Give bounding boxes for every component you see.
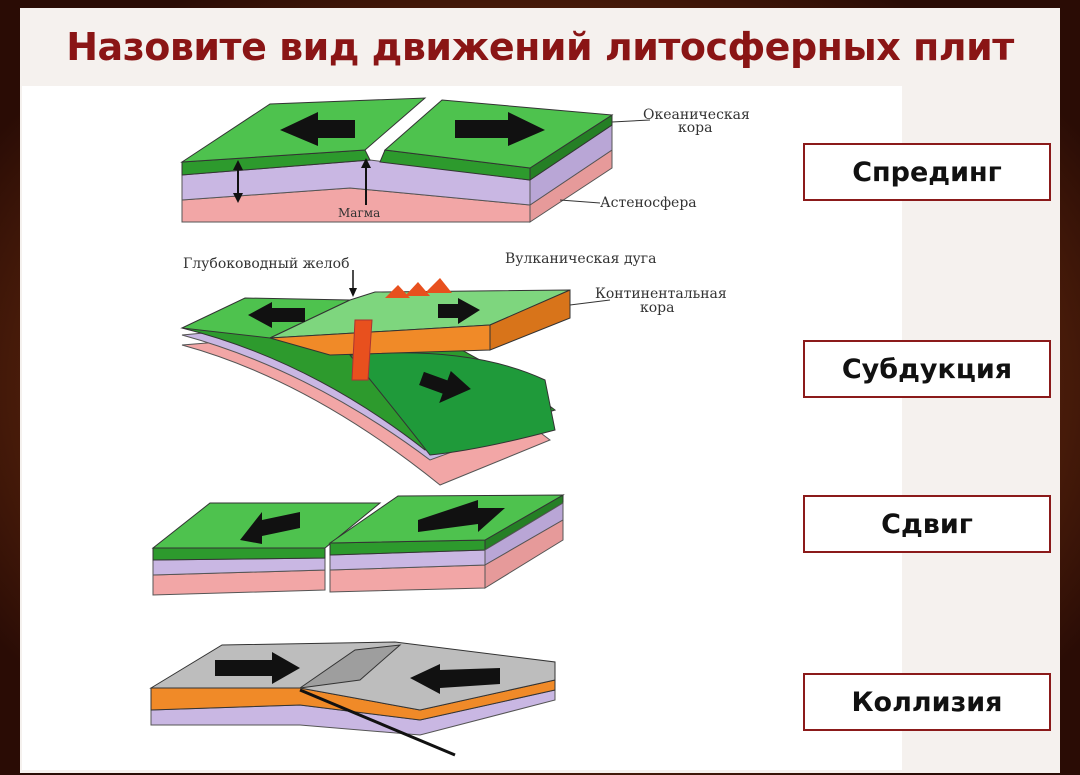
slide-title: Назовите вид движений литосферных плит [66, 25, 1014, 69]
label-continental-crust-2: кора [640, 300, 675, 316]
right-arrow-icon [455, 112, 545, 146]
label-trench: Глубоководный желоб [183, 256, 350, 272]
label-magma: Магма [338, 206, 380, 220]
collision-left-arrow-icon [410, 664, 500, 694]
subduction-right-arrow-icon [438, 298, 480, 324]
transform-diagram [151, 494, 565, 596]
label-oceanic-crust-1: Океаническая [643, 107, 750, 123]
subduction-diagram: Глубоководный желоб Вулканическая дуга К… [180, 251, 727, 486]
answer-button-collision[interactable]: Коллизия [803, 673, 1051, 731]
collision-right-arrow-icon [215, 652, 300, 684]
answer-button-spreading[interactable]: Спрединг [803, 143, 1051, 201]
left-arrow-icon [280, 112, 355, 146]
label-asthenosphere: Астеносфера [600, 195, 697, 211]
shear-left-arrow-icon [240, 512, 300, 544]
answer-button-subduction[interactable]: Субдукция [803, 340, 1051, 398]
subduction-down-arrow-icon [419, 371, 471, 403]
collision-diagram [149, 641, 556, 757]
spreading-diagram: Океаническая кора Астеносфера Магма [180, 97, 750, 223]
subduction-left-arrow-icon [248, 302, 305, 328]
shear-right-arrow-icon [418, 500, 505, 532]
answer-button-transform[interactable]: Сдвиг [803, 495, 1051, 553]
label-continental-crust-1: Континентальная [595, 286, 727, 302]
label-oceanic-crust-2: кора [678, 120, 713, 136]
label-volcanic-arc: Вулканическая дуга [505, 251, 656, 267]
